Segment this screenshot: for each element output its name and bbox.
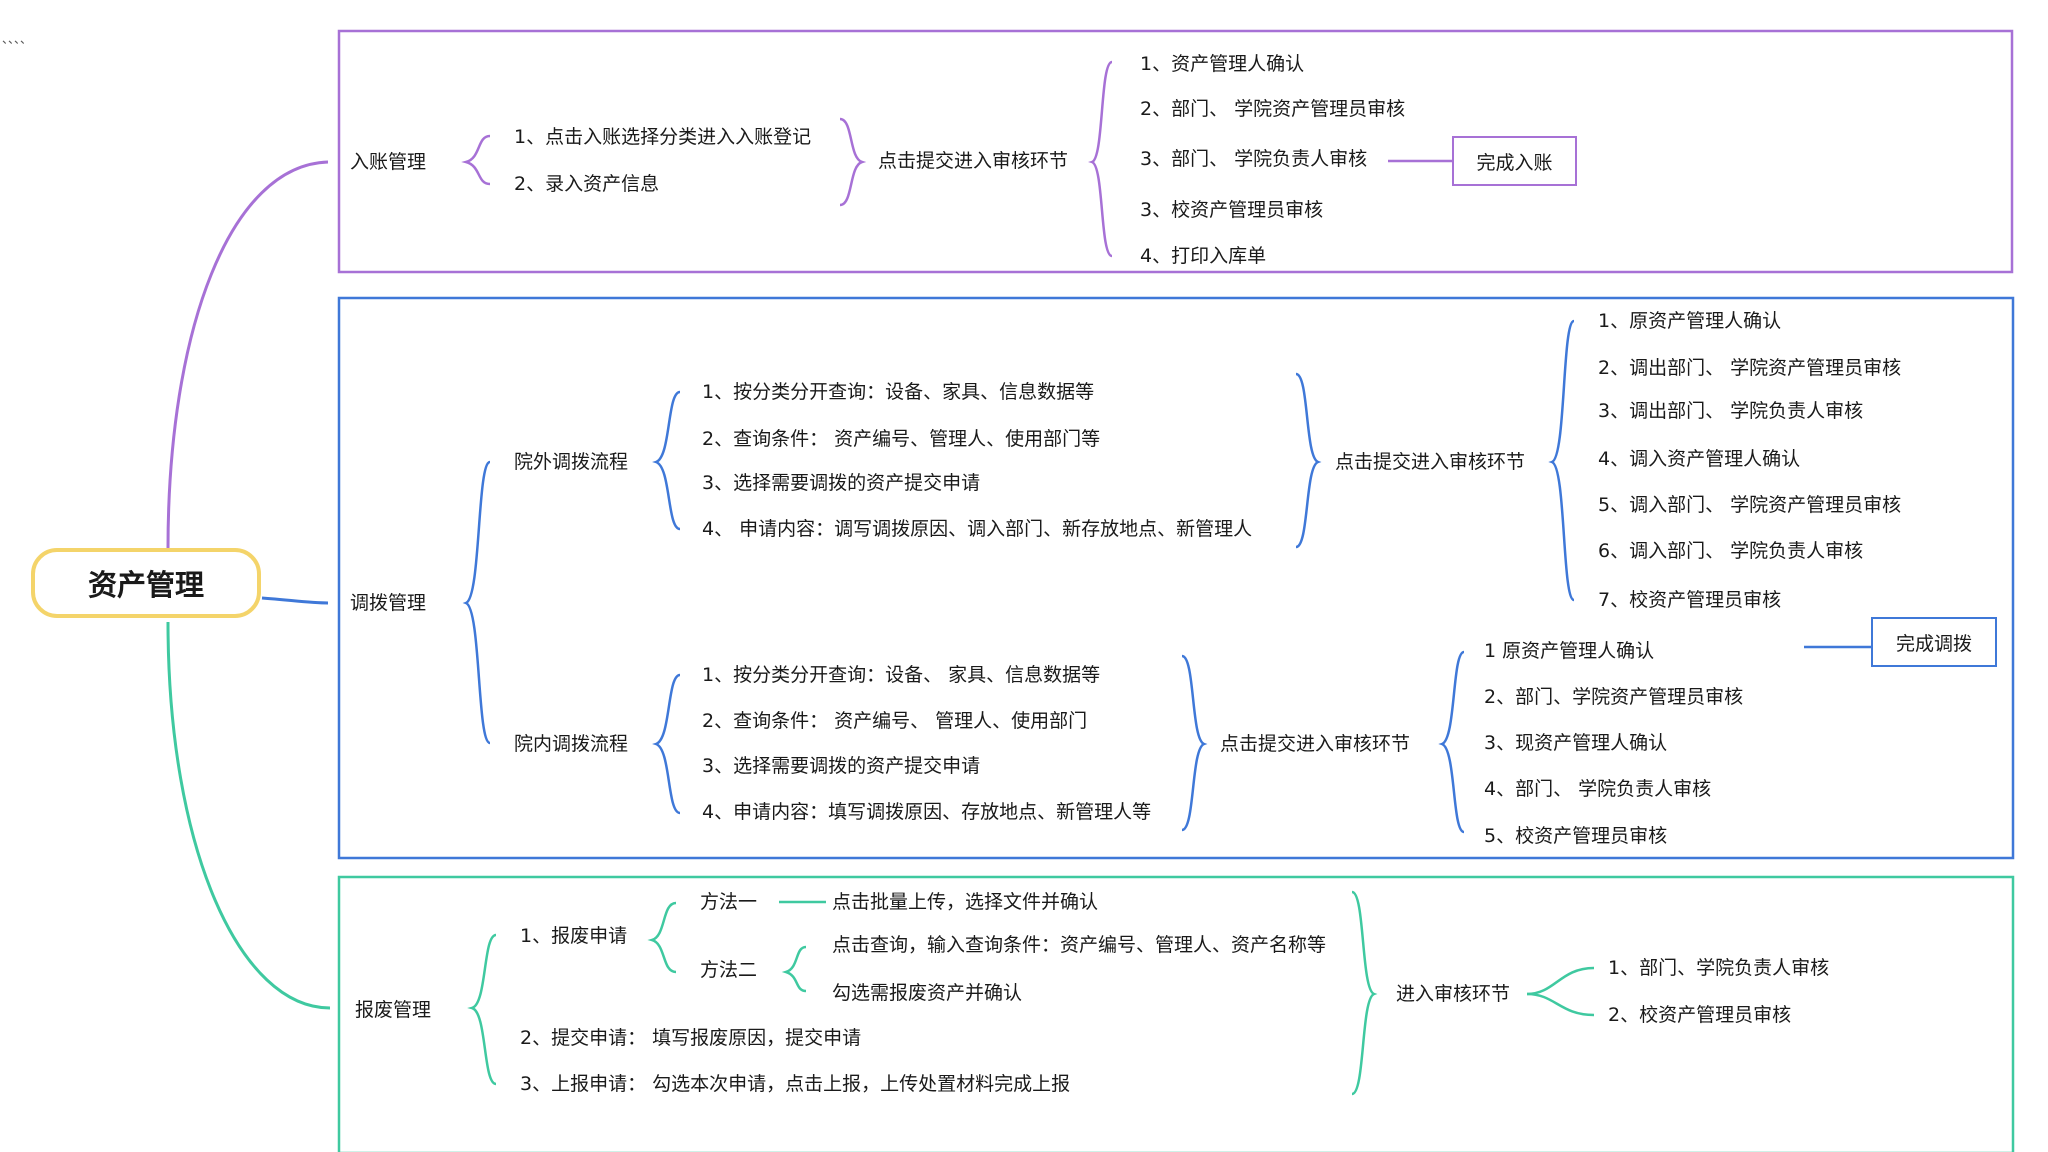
s1-done-node[interactable]: 完成入账 [1452, 136, 1577, 186]
s2-out-review-5[interactable]: 5、调入部门、 学院资产管理员审核 [1598, 494, 1902, 516]
s2-in-review-4[interactable]: 4、部门、 学院负责人审核 [1484, 778, 1712, 800]
s3-method-1[interactable]: 方法一 [700, 891, 758, 913]
s3-name[interactable]: 报废管理 [355, 999, 432, 1021]
s3-report-step[interactable]: 3、上报申请： 勾选本次申请，点击上报，上传处置材料完成上报 [520, 1073, 1071, 1095]
s2-in-review-2[interactable]: 2、部门、学院资产管理员审核 [1484, 686, 1744, 708]
s1-review-2[interactable]: 2、部门、 学院资产管理员审核 [1140, 98, 1406, 120]
s3-method-1-action[interactable]: 点击批量上传，选择文件并确认 [832, 891, 1099, 913]
s2-out-step-1[interactable]: 1、按分类分开查询：设备、家具、信息数据等 [702, 381, 1095, 403]
s2-out-step-4[interactable]: 4、 申请内容：调写调拨原因、调入部门、新存放地点、新管理人 [702, 518, 1253, 540]
s2-in-step-4[interactable]: 4、申请内容：填写调拨原因、存放地点、新管理人等 [702, 801, 1152, 823]
s2-out-review-6[interactable]: 6、调入部门、 学院负责人审核 [1598, 540, 1864, 562]
s2-out-review-3[interactable]: 3、调出部门、 学院负责人审核 [1598, 400, 1864, 422]
s2-out-step-2[interactable]: 2、查询条件： 资产编号、管理人、使用部门等 [702, 428, 1101, 450]
s1-review-1[interactable]: 1、资产管理人确认 [1140, 53, 1305, 75]
root-node[interactable]: 资产管理 [31, 548, 261, 618]
s1-submit[interactable]: 点击提交进入审核环节 [878, 150, 1069, 172]
s1-review-4[interactable]: 3、校资产管理员审核 [1140, 199, 1324, 221]
s3-method-2[interactable]: 方法二 [700, 959, 758, 981]
s3-review-2[interactable]: 2、校资产管理员审核 [1608, 1004, 1792, 1026]
corner-marks: 、、、、 [2, 32, 33, 46]
s3-apply[interactable]: 1、报废申请 [520, 925, 628, 947]
s2-in-step-2[interactable]: 2、查询条件： 资产编号、 管理人、使用部门 [702, 710, 1088, 732]
s2-out-review-1[interactable]: 1、原资产管理人确认 [1598, 310, 1782, 332]
s2-out-submit[interactable]: 点击提交进入审核环节 [1335, 451, 1526, 473]
section3-frame [337, 875, 2015, 1152]
s1-review-3[interactable]: 3、部门、 学院负责人审核 [1140, 148, 1368, 170]
s1-step-2[interactable]: 2、录入资产信息 [514, 173, 660, 195]
section1-frame [337, 29, 2014, 274]
s2-out-review-7[interactable]: 7、校资产管理员审核 [1598, 589, 1782, 611]
s2-in-name[interactable]: 院内调拨流程 [514, 733, 629, 755]
s3-method-2-action-2[interactable]: 勾选需报废资产并确认 [832, 982, 1023, 1004]
s2-in-step-3[interactable]: 3、选择需要调拨的资产提交申请 [702, 755, 981, 777]
s3-review-1[interactable]: 1、部门、学院负责人审核 [1608, 957, 1830, 979]
s2-out-name[interactable]: 院外调拨流程 [514, 451, 629, 473]
s3-submit-step[interactable]: 2、提交申请： 填写报废原因，提交申请 [520, 1027, 862, 1049]
s1-step-1[interactable]: 1、点击入账选择分类进入入账登记 [514, 126, 812, 148]
s2-name[interactable]: 调拨管理 [350, 592, 427, 614]
s3-method-2-action-1[interactable]: 点击查询，输入查询条件：资产编号、管理人、资产名称等 [832, 934, 1327, 956]
s2-out-step-3[interactable]: 3、选择需要调拨的资产提交申请 [702, 472, 981, 494]
s1-name[interactable]: 入账管理 [350, 151, 427, 173]
section2-frame [337, 296, 2015, 860]
s2-done-node[interactable]: 完成调拨 [1871, 617, 1997, 667]
s2-in-step-1[interactable]: 1、按分类分开查询：设备、 家具、信息数据等 [702, 664, 1101, 686]
s2-in-review-1[interactable]: 1 原资产管理人确认 [1484, 640, 1655, 662]
s2-out-review-4[interactable]: 4、调入资产管理人确认 [1598, 448, 1801, 470]
s2-in-review-3[interactable]: 3、现资产管理人确认 [1484, 732, 1668, 754]
s2-in-submit[interactable]: 点击提交进入审核环节 [1220, 733, 1411, 755]
s1-review-5[interactable]: 4、打印入库单 [1140, 245, 1267, 267]
s2-out-review-2[interactable]: 2、调出部门、 学院资产管理员审核 [1598, 357, 1902, 379]
s2-in-review-5[interactable]: 5、校资产管理员审核 [1484, 825, 1668, 847]
s3-review[interactable]: 进入审核环节 [1396, 983, 1511, 1005]
